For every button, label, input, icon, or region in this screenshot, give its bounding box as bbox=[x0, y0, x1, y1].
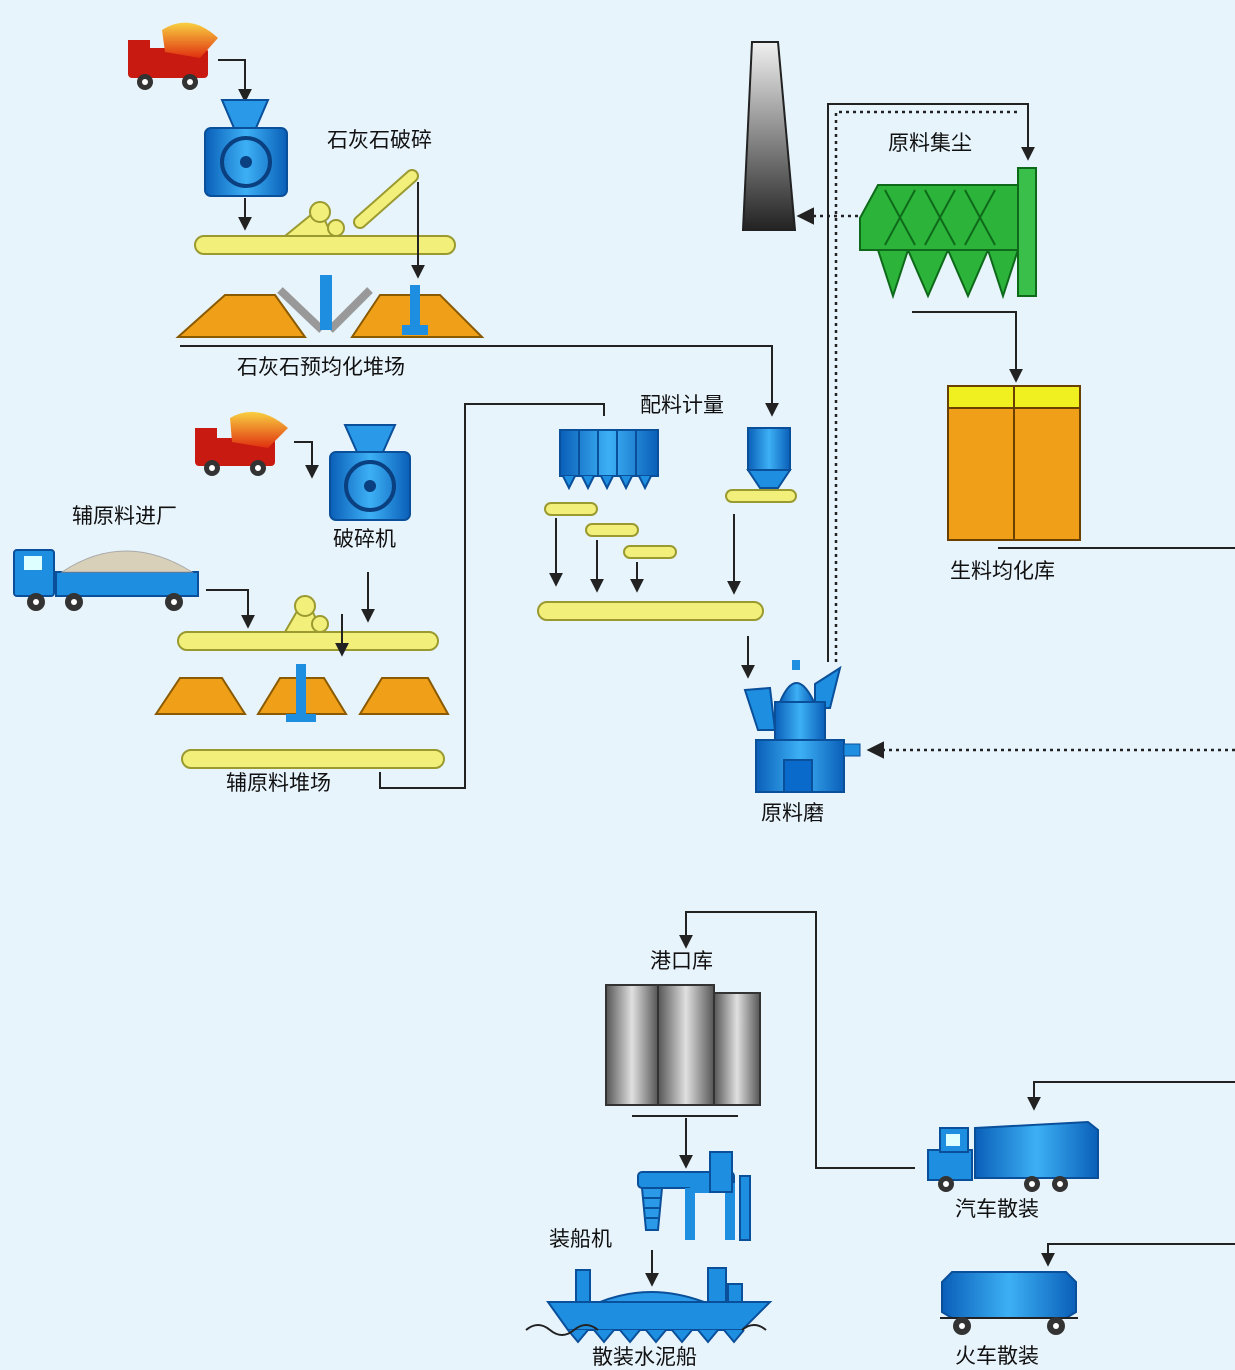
cement-ship-icon bbox=[525, 1267, 773, 1344]
flatbed-truck-icon bbox=[13, 549, 199, 611]
limestone-stockpile-label: 石灰石预均化堆场 bbox=[237, 355, 405, 379]
dump-truck-icon bbox=[128, 22, 218, 90]
aux-bottom-conveyor bbox=[181, 749, 445, 769]
aux-stockpile-label: 辅原料堆场 bbox=[226, 771, 331, 795]
dump-truck-2-icon bbox=[195, 411, 288, 476]
aux-conveyor bbox=[177, 595, 439, 651]
raw-mill-icon bbox=[743, 660, 861, 793]
port-silo-icon bbox=[605, 984, 761, 1106]
ship-loader-label: 装船机 bbox=[549, 1227, 612, 1251]
limestone-piles bbox=[175, 275, 485, 338]
dust-collector-icon bbox=[859, 167, 1037, 300]
limestone-conveyor bbox=[194, 169, 456, 255]
chimney-icon bbox=[741, 41, 797, 231]
train-bulk-label: 火车散装 bbox=[955, 1344, 1039, 1368]
crusher-icon bbox=[329, 424, 411, 521]
raw-mill-label: 原料磨 bbox=[761, 801, 824, 825]
limestone-crusher-icon bbox=[204, 99, 288, 197]
bulk-railcar-icon bbox=[940, 1271, 1078, 1335]
raw-dust-collector-label: 原料集尘 bbox=[888, 131, 972, 155]
limestone-weigh-bin-icon bbox=[725, 427, 797, 503]
bulk-truck-icon bbox=[927, 1120, 1099, 1192]
port-silo-label: 港口库 bbox=[650, 949, 713, 973]
bulk-ship-label: 散装水泥船 bbox=[592, 1345, 697, 1369]
raw-meal-silo-icon bbox=[947, 385, 1081, 541]
crusher-label: 破碎机 bbox=[333, 527, 396, 551]
ship-loader-icon bbox=[637, 1151, 751, 1241]
truck-bulk-label: 汽车散装 bbox=[955, 1197, 1039, 1221]
aux-material-in-label: 辅原料进厂 bbox=[72, 504, 177, 528]
main-feed-conveyor bbox=[537, 601, 764, 621]
limestone-crushing-label: 石灰石破碎 bbox=[327, 128, 432, 152]
proportioning-bins-icon bbox=[559, 429, 659, 491]
raw-meal-silo-label: 生料均化库 bbox=[950, 559, 1055, 583]
aux-piles bbox=[154, 664, 450, 722]
proportioning-label: 配料计量 bbox=[640, 393, 724, 417]
feeder-conveyors bbox=[544, 502, 677, 559]
